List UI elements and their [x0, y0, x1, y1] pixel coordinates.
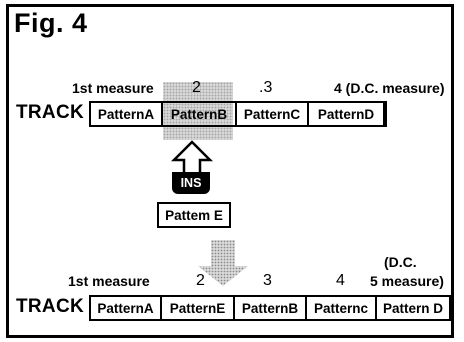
top-track: PatternA PatternB PatternC PatternD [89, 101, 387, 127]
bottom-track-cell: PatternE [162, 297, 235, 319]
figure-title: Fig. 4 [14, 8, 88, 38]
highlight-shade-top [163, 82, 233, 140]
bottom-track: PatternA PatternE PatternB Patternc Patt… [89, 295, 453, 321]
transform-down-arrow-icon [198, 240, 248, 286]
bottom-measure-4-label: 4 [336, 272, 345, 289]
bottom-track-cell: Pattern D [377, 297, 449, 319]
top-measure-3-label: .3 [259, 79, 273, 96]
inserted-pattern-box: Pattem E [157, 202, 231, 228]
bottom-track-label: TRACK [16, 296, 84, 317]
top-track-cell: PatternC [237, 103, 309, 125]
bottom-track-cell: PatternA [91, 297, 162, 319]
bottom-dc-label: (D.C. [384, 254, 417, 270]
track-end-double-bar [449, 295, 453, 321]
top-track-cell: PatternB [163, 103, 237, 125]
bottom-measure-3-label: 3 [263, 272, 272, 289]
top-track-label: TRACK [16, 102, 84, 123]
ins-key-icon: INS [172, 172, 210, 194]
bottom-track-cell: Patternc [307, 297, 377, 319]
top-track-cell: PatternA [91, 103, 163, 125]
insert-up-arrow-icon [170, 140, 214, 176]
bottom-track-cell: PatternB [235, 297, 307, 319]
top-track-cell: PatternD [309, 103, 383, 125]
bottom-measure-1st-label: 1st measure [68, 273, 150, 289]
track-end-double-bar [383, 101, 387, 127]
bottom-measure-2-label: 2 [196, 272, 205, 289]
bottom-measure-5-label: 5 measure) [370, 273, 444, 289]
top-measure-2-label: 2 [192, 79, 201, 96]
top-measure-4-dc-label: 4 (D.C. measure) [334, 80, 445, 96]
figure-frame [6, 4, 454, 338]
top-measure-1st-label: 1st measure [72, 80, 154, 96]
